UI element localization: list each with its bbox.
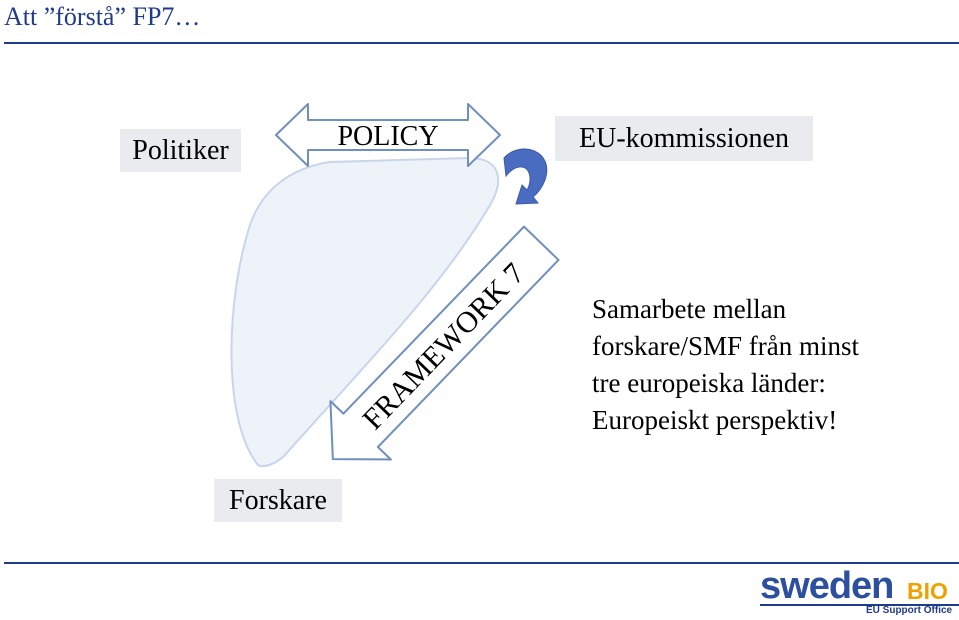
info-line: forskare/SMF från minst [592, 331, 859, 361]
eu-kommissionen-box: EU-kommissionen [555, 116, 813, 161]
logo-subtitle: EU Support Office [866, 605, 953, 616]
forskare-box: Forskare [214, 479, 342, 522]
framework-area-shape [230, 156, 500, 468]
curved-arrow-icon [503, 148, 548, 205]
top-divider [4, 42, 959, 44]
bottom-divider [4, 562, 959, 564]
politiker-box: Politiker [120, 129, 241, 172]
policy-arrow-icon [275, 103, 501, 167]
info-line: tre europeiska länder: [592, 368, 826, 398]
logo-underline [760, 604, 959, 606]
info-line: Samarbete mellan [592, 294, 787, 324]
policy-label: POLICY [337, 121, 438, 152]
logo-bio-mark: BIO [907, 578, 948, 604]
info-line: Europeiskt perspektiv! [592, 405, 838, 435]
swedenbio-logo: sweden BIO EU Support Office [760, 566, 959, 620]
slide-title: Att ”förstå” FP7… [4, 2, 201, 31]
info-text: Samarbete mellan forskare/SMF från minst… [592, 291, 952, 439]
framework-arrow-icon [329, 225, 560, 461]
logo-wordmark: sweden [760, 565, 894, 607]
